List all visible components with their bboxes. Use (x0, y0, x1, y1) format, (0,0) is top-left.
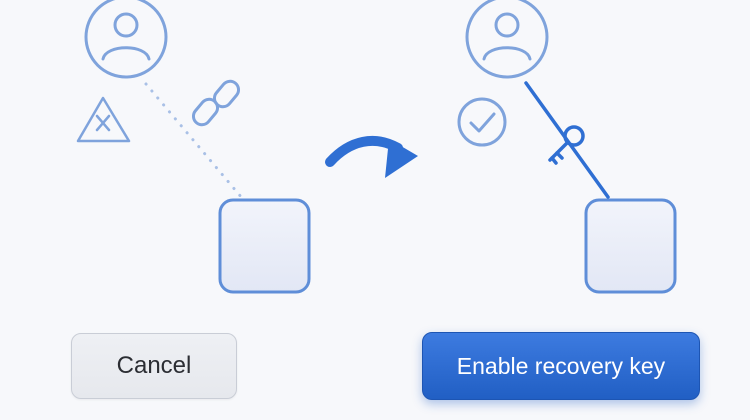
enable-recovery-key-button[interactable]: Enable recovery key (422, 332, 700, 400)
dotted-connection-line (144, 82, 244, 200)
before-state (76, 0, 311, 294)
user-icon (84, 0, 168, 79)
user-icon (465, 0, 549, 79)
curved-arrow-icon (325, 135, 418, 178)
device-icon (218, 198, 311, 294)
warning-x-icon (76, 96, 131, 143)
after-state (457, 0, 677, 294)
device-icon (584, 198, 677, 294)
key-icon (548, 125, 585, 165)
cancel-button[interactable]: Cancel (71, 333, 237, 399)
broken-link-icon (191, 79, 241, 127)
check-circle-icon (457, 97, 507, 147)
